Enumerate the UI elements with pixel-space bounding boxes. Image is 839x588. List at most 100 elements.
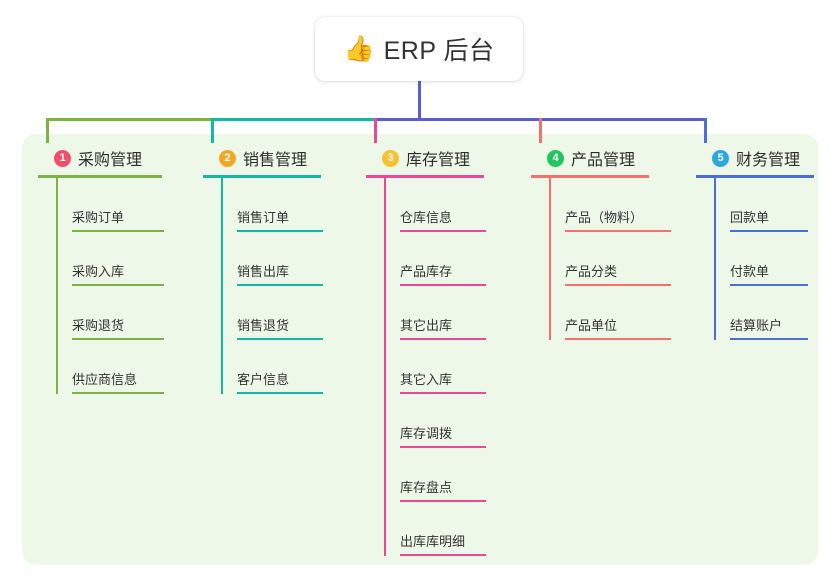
connector-drop-inventory [374,118,377,143]
leaf-item-label: 产品库存 [400,264,453,279]
column-purchase: 1 采购管理采购订单采购入库采购退货供应商信息 [38,146,198,394]
leaf-spine-inventory [384,178,386,556]
leaf-item[interactable]: 产品（物料） [549,178,691,232]
leaf-item-underline [400,284,486,286]
leaf-item[interactable]: 采购订单 [56,178,198,232]
leaf-item-underline [72,338,164,340]
column-title-product: 产品管理 [571,152,636,169]
column-underline-product [531,175,649,178]
leaf-item-underline [400,338,486,340]
column-badge-purchase: 1 [54,149,71,167]
leaf-item-label: 产品（物料） [565,210,644,225]
leaf-spine-product [549,178,551,340]
leaf-list-inventory: 仓库信息产品库存其它出库其它入库库存调拨库存盘点出库库明细 [366,178,526,556]
leaf-item-underline [730,284,808,286]
leaf-item-label: 产品单位 [565,318,618,333]
leaf-item-label: 出库库明细 [400,534,466,549]
leaf-item-underline [72,284,164,286]
connector-bus-green [46,118,214,121]
connector-drop-sales [211,118,214,143]
leaf-item-label: 采购订单 [72,210,125,225]
root-node[interactable]: 👍 ERP 后台 [315,17,523,81]
column-header-sales[interactable]: 2 销售管理 [203,146,363,170]
leaf-spine-finance [714,178,716,340]
leaf-item[interactable]: 结算账户 [714,286,826,340]
leaf-item[interactable]: 其它入库 [384,340,526,394]
leaf-item-label: 客户信息 [237,372,290,387]
leaf-item[interactable]: 库存调拨 [384,394,526,448]
leaf-item[interactable]: 产品库存 [384,232,526,286]
leaf-item[interactable]: 出库库明细 [384,502,526,556]
root-title: ERP 后台 [383,37,495,65]
leaf-item[interactable]: 销售出库 [221,232,363,286]
leaf-item[interactable]: 采购入库 [56,232,198,286]
leaf-item[interactable]: 采购退货 [56,286,198,340]
leaf-list-finance: 回款单付款单结算账户 [696,178,826,340]
leaf-item-label: 供应商信息 [72,372,138,387]
leaf-item-underline [400,446,486,448]
connector-drop-purchase [46,118,49,143]
leaf-item-underline [72,230,164,232]
leaf-item[interactable]: 仓库信息 [384,178,526,232]
leaf-item-underline [237,284,323,286]
leaf-item[interactable]: 销售退货 [221,286,363,340]
thumbs-up-icon: 👍 [343,34,375,63]
leaf-item[interactable]: 库存盘点 [384,448,526,502]
connector-drop-finance [704,118,707,143]
connector-drop-product [539,118,542,143]
leaf-item[interactable]: 付款单 [714,232,826,286]
leaf-item[interactable]: 其它出库 [384,286,526,340]
column-header-inventory[interactable]: 3 库存管理 [366,146,526,170]
connector-trunk [418,81,421,121]
leaf-item[interactable]: 回款单 [714,178,826,232]
leaf-list-sales: 销售订单销售出库销售退货客户信息 [203,178,363,394]
leaf-item-underline [565,230,671,232]
column-title-inventory: 库存管理 [406,152,471,169]
leaf-item-underline [400,230,486,232]
column-sales: 2 销售管理销售订单销售出库销售退货客户信息 [203,146,363,394]
leaf-item-label: 库存调拨 [400,426,453,441]
leaf-item-label: 产品分类 [565,264,618,279]
leaf-item-label: 销售退货 [237,318,290,333]
column-product: 4 产品管理产品（物料） 产品分类产品单位 [531,146,691,340]
leaf-item-label: 其它入库 [400,372,453,387]
leaf-item[interactable]: 供应商信息 [56,340,198,394]
column-underline-inventory [366,175,484,178]
leaf-item-underline [237,338,323,340]
leaf-item[interactable]: 产品单位 [549,286,691,340]
column-badge-inventory: 3 [382,149,399,167]
column-badge-finance: 5 [712,149,729,167]
column-header-purchase[interactable]: 1 采购管理 [38,146,198,170]
diagram-background-panel [22,134,818,565]
leaf-item-label: 库存盘点 [400,480,453,495]
leaf-item-label: 结算账户 [730,318,783,333]
leaf-list-purchase: 采购订单采购入库采购退货供应商信息 [38,178,198,394]
leaf-item-label: 采购入库 [72,264,125,279]
leaf-item-label: 销售订单 [237,210,290,225]
column-title-sales: 销售管理 [243,152,308,169]
leaf-item-underline [565,338,671,340]
leaf-item-underline [565,284,671,286]
column-underline-purchase [38,175,162,178]
leaf-item[interactable]: 客户信息 [221,340,363,394]
leaf-spine-sales [221,178,223,394]
column-header-product[interactable]: 4 产品管理 [531,146,691,170]
leaf-item-underline [72,392,164,394]
column-title-purchase: 采购管理 [78,152,143,169]
leaf-item-underline [237,230,323,232]
column-badge-product: 4 [547,149,564,167]
connector-bus-teal [211,118,377,121]
leaf-item-label: 付款单 [730,264,770,279]
leaf-item-label: 其它出库 [400,318,453,333]
leaf-item-underline [400,392,486,394]
column-badge-sales: 2 [219,149,236,167]
leaf-spine-purchase [56,178,58,394]
leaf-item-underline [237,392,323,394]
leaf-item[interactable]: 销售订单 [221,178,363,232]
column-inventory: 3 库存管理仓库信息产品库存其它出库其它入库库存调拨库存盘点出库库明细 [366,146,526,556]
leaf-item[interactable]: 产品分类 [549,232,691,286]
leaf-item-label: 采购退货 [72,318,125,333]
